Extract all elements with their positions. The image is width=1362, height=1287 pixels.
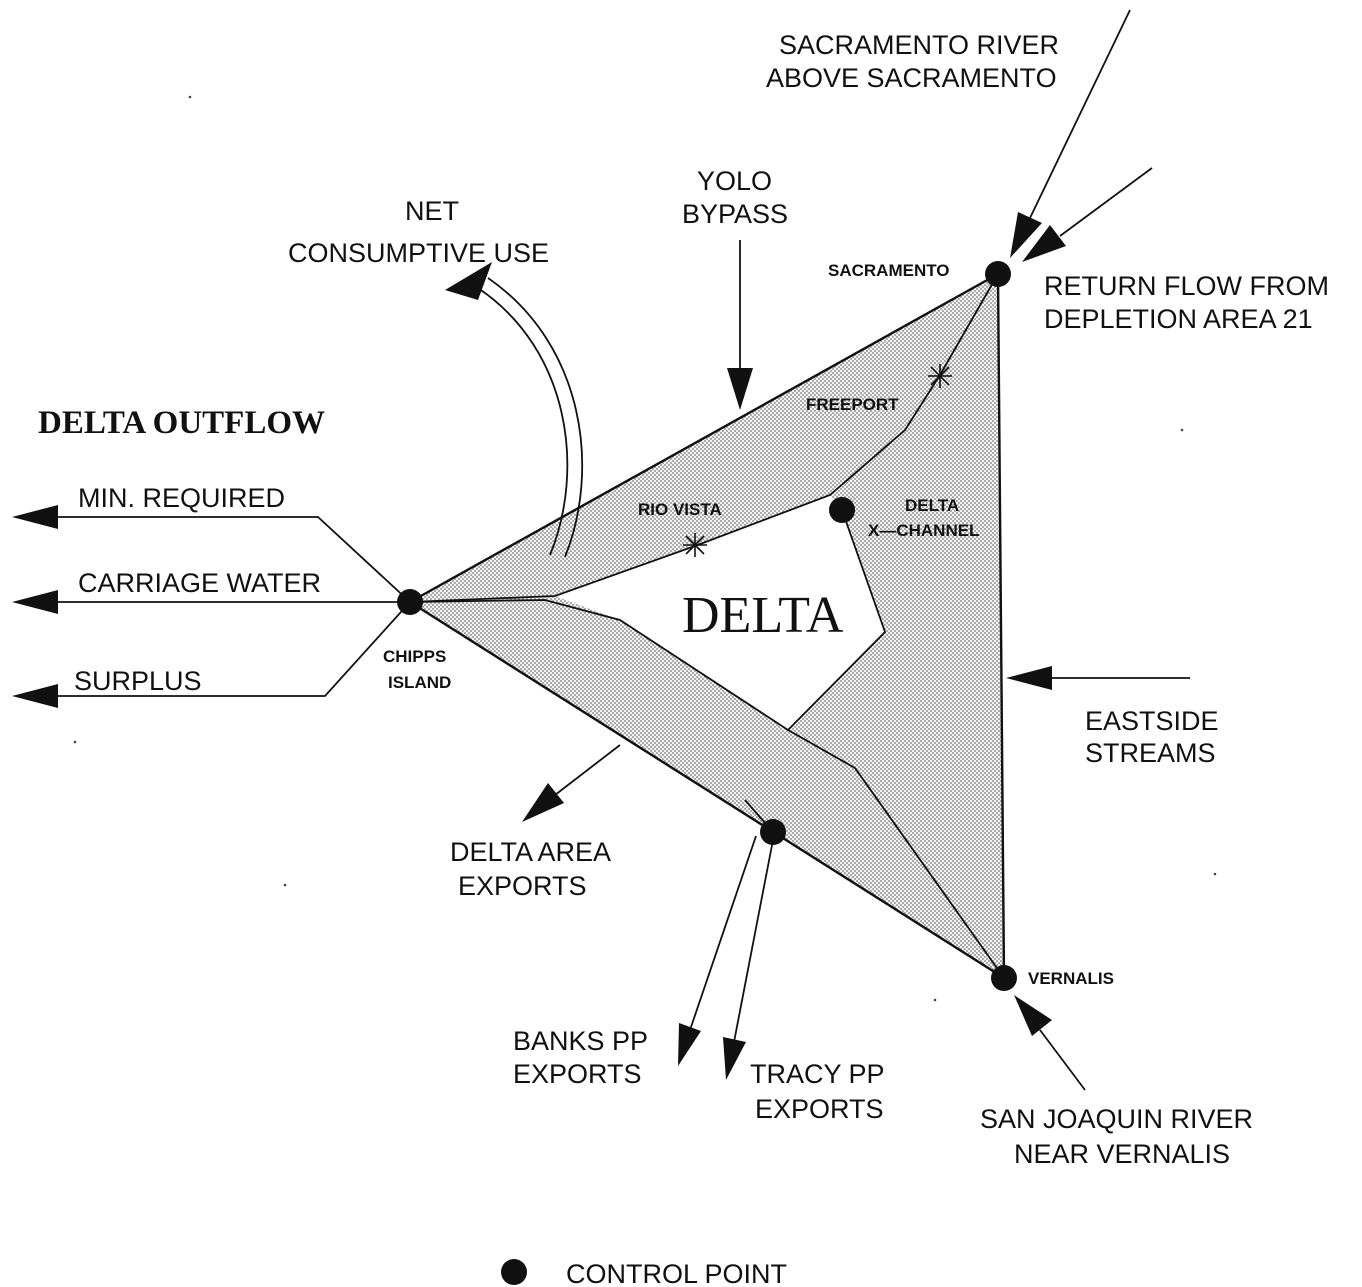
node-chipps-1: CHIPPS [383, 647, 446, 666]
return-flow-label-1: RETURN FLOW FROM [1044, 271, 1329, 301]
sjr-line [1039, 1029, 1086, 1091]
delta-area-label-1: DELTA AREA [450, 837, 611, 867]
carriage-water-label: CARRIAGE WATER [78, 568, 321, 598]
consumptive-use-curve-2 [487, 277, 584, 558]
node-sacramento: SACRAMENTO [828, 261, 950, 280]
speck [188, 95, 192, 99]
node-xchannel-2: X—CHANNEL [868, 521, 979, 540]
control-point-banks-tracy [760, 819, 786, 845]
banks-label-2: EXPORTS [513, 1059, 642, 1089]
speck [1180, 428, 1184, 432]
lower-channel [409, 599, 1005, 979]
return-flow-line [1059, 167, 1153, 237]
tracy-line [733, 839, 774, 1043]
sac-river-line [1029, 9, 1131, 219]
consumptive-use-curve [477, 287, 569, 556]
tracy-arrow-icon [723, 1037, 746, 1080]
surplus-line [55, 601, 411, 697]
delta-area-label-2: EXPORTS [458, 871, 587, 901]
min-required-label: MIN. REQUIRED [78, 483, 285, 513]
banks-label-1: BANKS PP [513, 1026, 648, 1056]
net-label: NET [405, 196, 459, 226]
node-xchannel-1: DELTA [905, 496, 959, 515]
speck [1213, 872, 1217, 876]
sjr-arrow-icon [1014, 995, 1052, 1036]
legend-control-point-label: CONTROL POINT [566, 1259, 787, 1287]
freeport-marker-icon [928, 364, 952, 388]
yolo-bypass-arrow-icon [727, 368, 753, 410]
return-flow-label-2: DEPLETION AREA 21 [1044, 304, 1313, 334]
surplus-label: SURPLUS [74, 666, 202, 696]
cross-channel [787, 509, 887, 731]
bypass-label: BYPASS [682, 199, 788, 229]
consumptive-use-arrow-icon [445, 262, 492, 300]
eastside-arrow-icon [1006, 666, 1052, 690]
sac-river-label-1: SACRAMENTO RIVER [779, 30, 1059, 60]
carriage-water-arrow-icon [12, 590, 58, 614]
yolo-label: YOLO [697, 166, 772, 196]
control-point-sacramento [985, 261, 1011, 287]
delta-interior [555, 495, 885, 730]
sac-river-label-2: ABOVE SACRAMENTO [766, 63, 1057, 93]
eastside-label-2: STREAMS [1085, 738, 1216, 768]
delta-outflow-title: DELTA OUTFLOW [38, 405, 325, 441]
delta-exports-line [554, 744, 621, 796]
control-point-xchannel [829, 497, 855, 523]
tracy-label-1: TRACY PP [750, 1059, 885, 1089]
node-vernalis: VERNALIS [1028, 969, 1114, 988]
node-chipps-2: ISLAND [388, 673, 451, 692]
min-required-arrow-icon [12, 505, 58, 529]
banks-arrow-icon [678, 1023, 701, 1066]
rio-vista-marker-icon [683, 533, 707, 557]
sac-river-arrow-icon [1010, 212, 1042, 258]
banks-line [689, 835, 757, 1031]
delta-center-label: DELTA [682, 587, 844, 644]
return-flow-arrow-icon [1022, 225, 1066, 262]
sjr-label-1: SAN JOAQUIN RIVER [980, 1104, 1253, 1134]
speck [933, 998, 937, 1002]
speck [73, 740, 77, 744]
delta-exports-arrow-icon [522, 783, 564, 822]
node-rio-vista: RIO VISTA [638, 500, 722, 519]
sjr-label-2: NEAR VERNALIS [1014, 1139, 1230, 1169]
tracy-label-2: EXPORTS [755, 1094, 884, 1124]
speck [283, 883, 287, 887]
surplus-arrow-icon [12, 684, 58, 708]
min-required-line [55, 516, 411, 603]
node-freeport: FREEPORT [806, 395, 899, 414]
consumptive-use-label: CONSUMPTIVE USE [288, 238, 549, 268]
legend-control-point-icon [501, 1259, 527, 1285]
eastside-label-1: EASTSIDE [1085, 706, 1219, 736]
control-point-vernalis [991, 965, 1017, 991]
